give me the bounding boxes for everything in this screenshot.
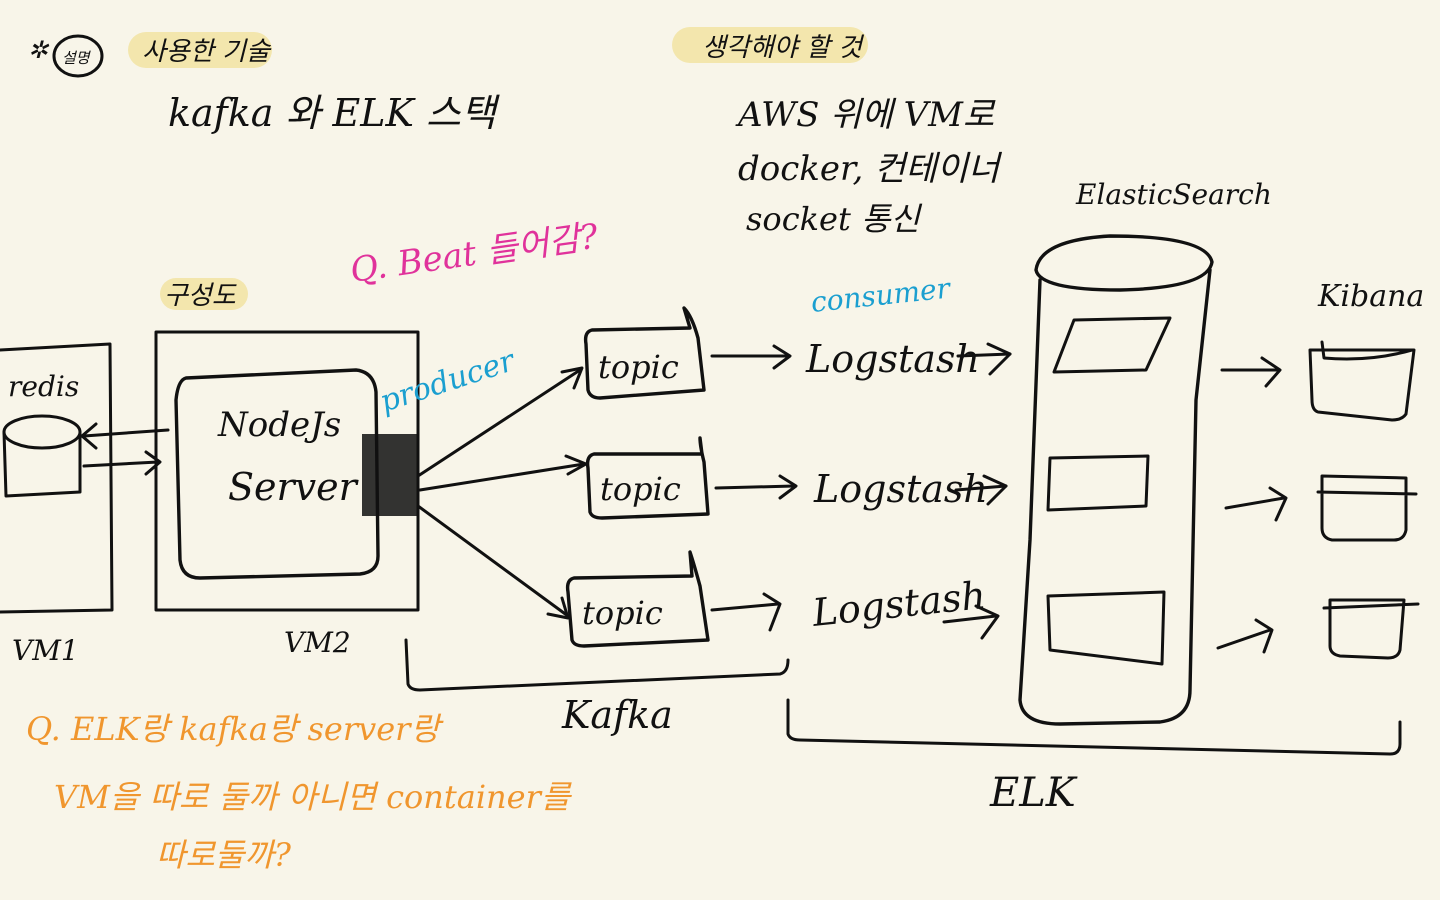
think-item-1: AWS 위에 VM로: [735, 95, 996, 135]
server-line2: Server: [228, 465, 360, 509]
dashboard-1: [1308, 340, 1416, 422]
producer-topic-arrows: [416, 366, 588, 620]
elk-bracket: ELK: [786, 698, 1402, 816]
es-kibana-arrows: [1216, 356, 1288, 654]
producer-port: [362, 434, 418, 516]
elasticsearch: ElasticSearch: [1018, 178, 1272, 726]
circled-label-outline: [52, 34, 104, 78]
vm2-box: NodeJs Server VM2: [154, 330, 420, 659]
elk-label: ELK: [989, 770, 1078, 816]
producer-label: producer: [376, 343, 521, 420]
notes-tech: ✲ 설명 사용한 기술 kafka 와 ELK 스택: [28, 34, 500, 135]
index-2: [1046, 454, 1150, 512]
topic-logstash-arrows: [710, 344, 798, 632]
topic-3: topic: [565, 550, 710, 648]
consumer-label: consumer: [809, 271, 953, 319]
redis-label: redis: [8, 370, 79, 403]
database-cylinder-icon: [1018, 234, 1214, 726]
dashboard-3: [1322, 598, 1420, 660]
question-vm-line1: Q. ELK랑 kafka랑 server랑: [26, 710, 444, 748]
think-heading: 생각해야 할 것: [702, 33, 865, 63]
topic-1: topic: [583, 306, 706, 400]
redis-server-arrows: [80, 422, 170, 476]
vm2-label: VM2: [284, 626, 351, 659]
question-vm-line3: 따로둘까?: [156, 836, 292, 874]
tech-line: kafka 와 ELK 스택: [168, 91, 500, 135]
dashboard-2: [1316, 474, 1418, 542]
logstash-1: Logstash: [805, 337, 980, 381]
star-mark: ✲: [28, 36, 50, 64]
topic-3-label: topic: [582, 594, 663, 632]
notes-think: 생각해야 할 것 AWS 위에 VM로 docker, 컨테이너 socket …: [702, 33, 1003, 238]
topic-2-label: topic: [600, 470, 681, 508]
topic-2: topic: [585, 436, 710, 520]
server-line1: NodeJs: [217, 405, 341, 445]
logstash-es-arrows: [942, 342, 1012, 640]
kibana-label: Kibana: [1317, 279, 1424, 314]
kibana: Kibana: [1308, 279, 1424, 660]
redis-cylinder-icon: [2, 414, 82, 498]
kafka-label: Kafka: [561, 693, 673, 737]
question-vm: Q. ELK랑 kafka랑 server랑 VM을 따로 둘까 아니면 con…: [26, 710, 573, 874]
tech-heading: 사용한 기술: [142, 37, 272, 67]
vm1-label: VM1: [12, 634, 79, 667]
circled-label: 설명: [62, 49, 92, 67]
config-heading: 구성도: [164, 281, 237, 311]
topic-1-label: topic: [598, 348, 679, 386]
think-item-3: socket 통신: [746, 200, 922, 238]
highlight-marks: [128, 27, 868, 310]
vm1-box: redis VM1: [0, 342, 114, 667]
kafka-bracket: Kafka: [404, 638, 790, 737]
index-3: [1046, 590, 1166, 666]
question-vm-line2: VM을 따로 둘까 아니면 container를: [54, 778, 573, 816]
index-1: [1052, 316, 1172, 374]
question-beat: Q. Beat 들어감?: [348, 216, 602, 290]
elasticsearch-label: ElasticSearch: [1075, 178, 1272, 211]
think-item-2: docker, 컨테이너: [738, 149, 1003, 189]
logstash-3: Logstash: [809, 573, 987, 635]
